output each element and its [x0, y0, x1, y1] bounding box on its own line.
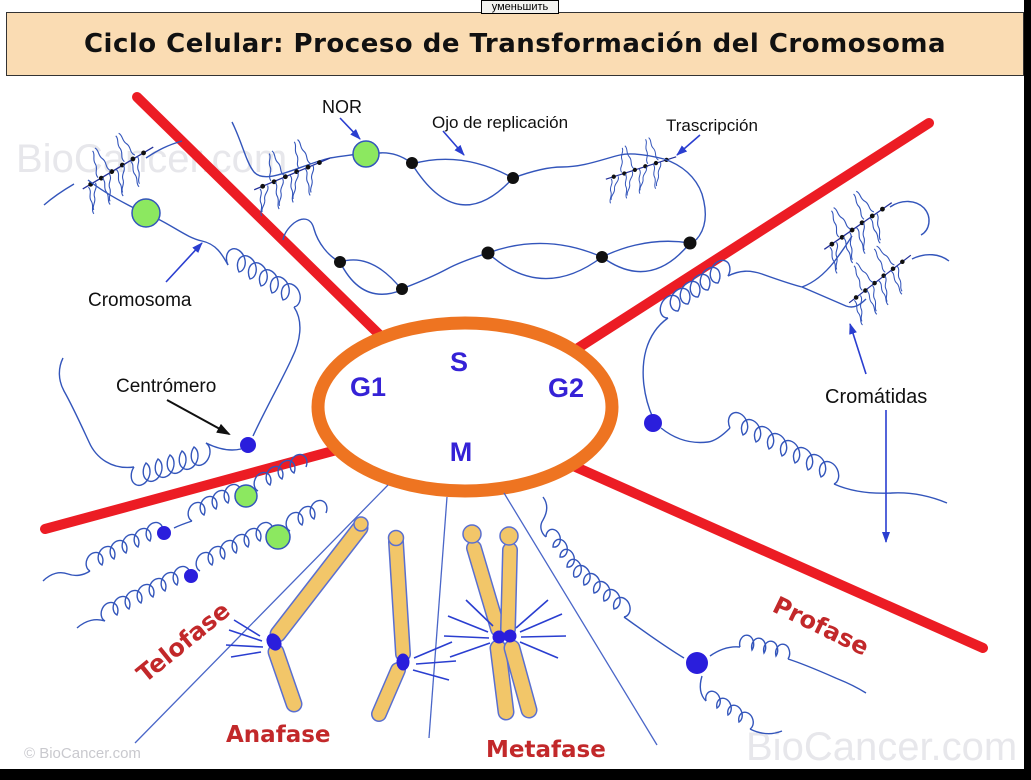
chromosome-arm-tip	[353, 516, 369, 532]
prophase-chromosome	[540, 496, 867, 735]
cycle-ellipse-ring	[311, 316, 619, 498]
red-line-bottom-right	[555, 455, 988, 653]
replication-eye-shape	[410, 158, 515, 206]
centromere-dot	[686, 652, 708, 674]
nor-region-dot	[352, 140, 380, 168]
phase-s-label: S	[450, 347, 468, 377]
spindle-fibers	[225, 619, 457, 681]
replication-eye-label: Ojo de replicación	[432, 113, 568, 132]
chromatids-label: Cromátidas	[825, 386, 927, 408]
divider-telophase-anaphase	[134, 484, 389, 744]
bottom-border-bar	[0, 769, 1031, 780]
nor-arrow	[339, 117, 361, 140]
anaphase-chromosomes	[225, 516, 457, 722]
metaphase-chromosomes	[443, 524, 567, 721]
page-title: Ciclo Celular: Proceso de Transformación…	[83, 29, 947, 59]
divider-metaphase-prophase	[503, 492, 658, 746]
chromatids-arrow-up	[849, 323, 867, 375]
red-line-top-left	[132, 92, 400, 355]
telophase-chromosomes	[42, 453, 328, 629]
phase-g2-label: G2	[548, 373, 584, 403]
chromosome-arrow	[165, 242, 203, 283]
red-line-bottom-left	[40, 440, 360, 534]
sector-divider-lines	[134, 484, 658, 746]
nor-label: NOR	[322, 97, 362, 117]
right-border-bar	[1024, 0, 1031, 780]
title-banner: Ciclo Celular: Proceso de Transformación…	[6, 12, 1024, 76]
centromere-dot	[240, 437, 256, 453]
spindle-fibers	[443, 599, 567, 659]
centromere-dot	[157, 526, 171, 540]
centromere-label: Centrómero	[116, 376, 216, 397]
centromere-dot	[503, 629, 517, 643]
copyright-label: © BioCancer.com	[24, 745, 141, 762]
annotation-labels: NOR Ojo de replicación Trascripción Crom…	[88, 97, 927, 543]
phase-g1-label: G1	[350, 372, 386, 402]
replication-eye-arrow	[442, 130, 465, 156]
centromere-dot	[644, 414, 662, 432]
chromosome-arm-tip	[462, 524, 482, 544]
g2-chromosome	[642, 180, 950, 504]
chromosome-label: Cromosoma	[88, 290, 192, 311]
centromere-dot	[184, 569, 198, 583]
cell-cycle-ellipse: S G1 G2 M	[311, 316, 619, 498]
replication-origin-dots	[334, 157, 697, 295]
nor-region-dot	[131, 198, 161, 228]
transcription-arrow	[676, 134, 701, 156]
prophase-label: Profase	[768, 591, 873, 661]
anaphase-label: Anafase	[226, 722, 331, 748]
replication-eye-shape	[339, 259, 404, 295]
red-divider-lines	[40, 92, 988, 653]
centromere-dot	[266, 633, 282, 651]
red-line-top-right	[570, 118, 934, 355]
metaphase-label: Metafase	[486, 737, 606, 763]
centromere-arrow	[166, 399, 231, 435]
centromere-dot	[396, 653, 410, 671]
divider-anaphase-metaphase	[428, 496, 448, 739]
telophase-label: Telofase	[131, 596, 235, 688]
replication-eye-shape	[486, 242, 604, 280]
chromosome-arm-tip	[387, 529, 405, 547]
zoom-out-button[interactable]: уменьшить	[481, 0, 559, 14]
nor-region-dot	[234, 484, 258, 508]
s-phase-chromosome	[231, 121, 707, 295]
chromosome-arm-tip	[499, 526, 519, 546]
transcription-label: Trascripción	[666, 116, 758, 135]
replication-eye-shape	[600, 240, 692, 273]
phase-m-label: M	[450, 437, 473, 467]
centromere-dot	[492, 630, 506, 644]
interphase-chromosome-g1	[43, 124, 301, 487]
watermark-bottom-right: BioCancer.com	[746, 725, 1017, 769]
nor-region-dot	[265, 524, 291, 550]
